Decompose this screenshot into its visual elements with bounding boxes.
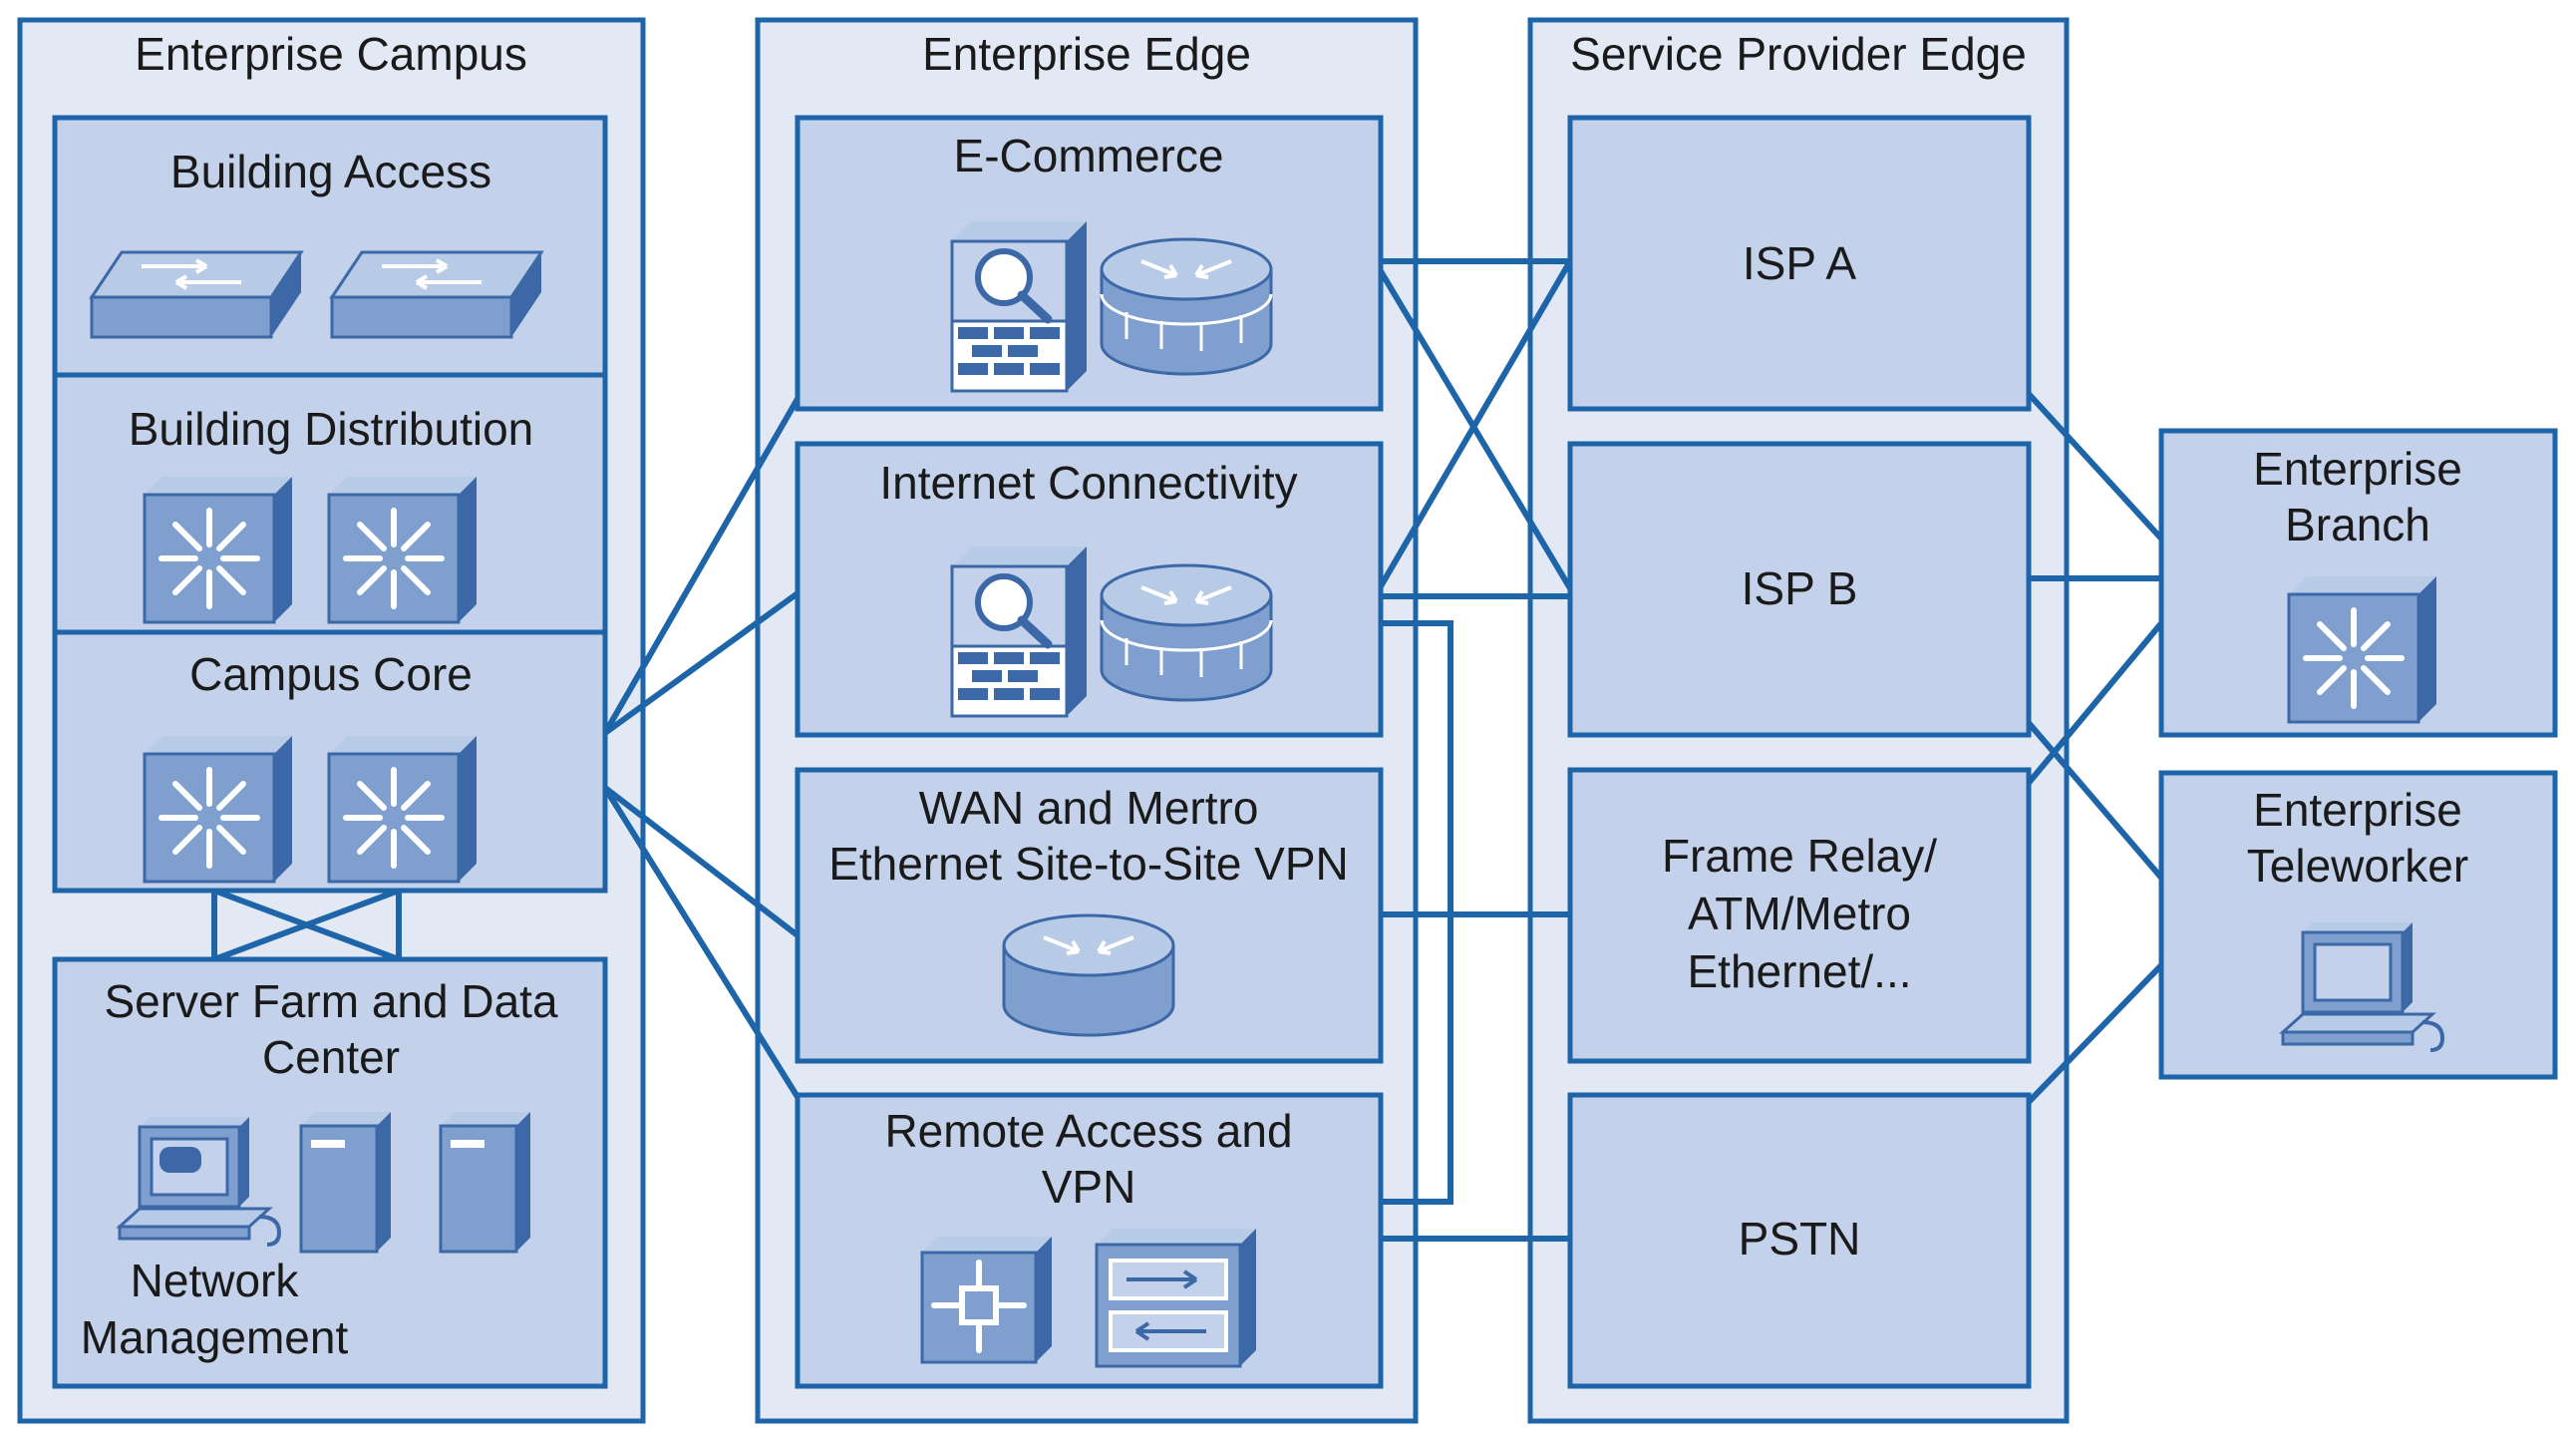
internet-connectivity-label: Internet Connectivity [879,457,1297,509]
firewall-icon [952,546,1087,716]
wan-label-line2: Ethernet Site-to-Site VPN [828,838,1349,890]
switch-icon [90,250,303,339]
remote-access-module: Remote Access and VPN [795,1092,1384,1389]
link-ecommerce-ispb [1378,269,1573,590]
link-core-internet [603,590,800,736]
link-core-wan [603,785,800,938]
link-frame-branch [2026,621,2164,785]
remote-access-label-line1: Remote Access and [884,1105,1292,1157]
router-icon [1100,563,1273,702]
frame-relay-label-line3: Ethernet/... [1687,945,1911,997]
router-icon [1002,913,1175,1037]
firewall-icon [952,221,1087,391]
multilayer-switch-icon [2289,576,2436,722]
isp-b-label: ISP B [1742,562,1858,614]
link-internet-ispa [1378,259,1573,588]
link-core-serverfarm-x2 [212,888,401,962]
server-farm-label-line2: Center [262,1031,400,1083]
server-farm-label-line1: Server Farm and Data [104,975,557,1027]
network-management-label-line2: Management [81,1311,349,1363]
link-pstn-teleworker [2026,962,2164,1105]
wan-metro-module: WAN and Mertro Ethernet Site-to-Site VPN [795,767,1384,1064]
link-ispa-branch [2026,391,2164,542]
wan-label-line1: WAN and Mertro [919,782,1259,834]
service-provider-edge-title: Service Provider Edge [1570,28,2027,80]
network-management-label-line1: Network [131,1255,300,1306]
enterprise-teleworker-label-line1: Enterprise [2253,784,2462,836]
access-server-icon [1095,1227,1258,1368]
multilayer-switch-icon [145,736,292,882]
server-icon [439,1110,532,1254]
link-core-ecommerce [602,397,801,735]
enterprise-teleworker-module: Enterprise Teleworker [2158,770,2558,1080]
building-access-module: Building Access [52,115,608,378]
building-access-label: Building Access [170,146,491,197]
enterprise-campus-title: Enterprise Campus [135,28,527,80]
enterprise-edge-title: Enterprise Edge [922,28,1251,80]
server-farm-module: Server Farm and Data Center Network Mana… [52,956,608,1389]
multilayer-switch-icon [145,477,292,622]
link-core-remote [602,786,801,1099]
isp-a-label: ISP A [1743,237,1857,289]
network-cloud-icon [160,1147,201,1173]
campus-core-label: Campus Core [189,648,473,700]
ecommerce-module: E-Commerce [795,115,1384,412]
link-ispb-teleworker [2026,721,2164,880]
enterprise-branch-module: Enterprise Branch [2158,428,2558,738]
internet-connectivity-module: Internet Connectivity [795,441,1384,738]
frame-relay-label-line2: ATM/Metro [1688,888,1911,939]
pstn-label: PSTN [1739,1213,1861,1265]
campus-core-module: Campus Core [52,629,608,894]
isp-a-module: ISP A [1567,115,2032,412]
vpn-concentrator-icon [922,1237,1052,1362]
pstn-module: PSTN [1567,1092,2032,1389]
enterprise-branch-label-line2: Branch [2285,499,2430,550]
switch-icon [330,250,543,339]
building-distribution-label: Building Distribution [129,403,534,455]
enterprise-branch-label-line1: Enterprise [2253,443,2462,495]
enterprise-teleworker-label-line2: Teleworker [2247,840,2468,892]
isp-b-module: ISP B [1567,441,2032,738]
remote-access-label-line2: VPN [1042,1161,1136,1213]
connection-links [211,258,2164,1242]
server-icon [299,1110,393,1254]
building-distribution-module: Building Distribution [52,372,608,635]
router-icon [1100,237,1273,376]
frame-relay-module: Frame Relay/ ATM/Metro Ethernet/... [1567,767,2032,1064]
frame-relay-label-line1: Frame Relay/ [1662,830,1937,882]
multilayer-switch-icon [329,736,477,882]
multilayer-switch-icon [329,477,477,622]
ecommerce-label: E-Commerce [954,130,1224,181]
